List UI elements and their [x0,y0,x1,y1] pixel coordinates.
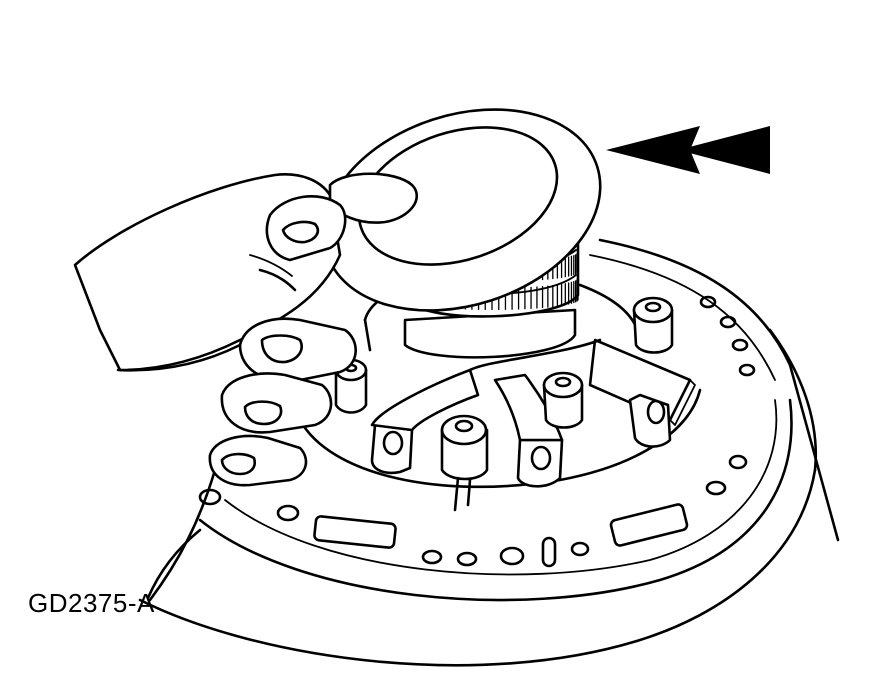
stator-spokes [370,338,696,488]
bolts [334,296,674,512]
bolt-front [440,414,489,512]
direction-arrow-icon [606,126,770,174]
bolt-right [632,296,674,354]
label-leader-line [146,528,202,600]
rim-holes [198,295,756,568]
hand [73,172,419,602]
pump-housing [138,238,840,667]
thrust-washer [322,108,602,312]
bolt-center-right [542,371,584,429]
figure-label: GD2375-A [28,588,155,618]
